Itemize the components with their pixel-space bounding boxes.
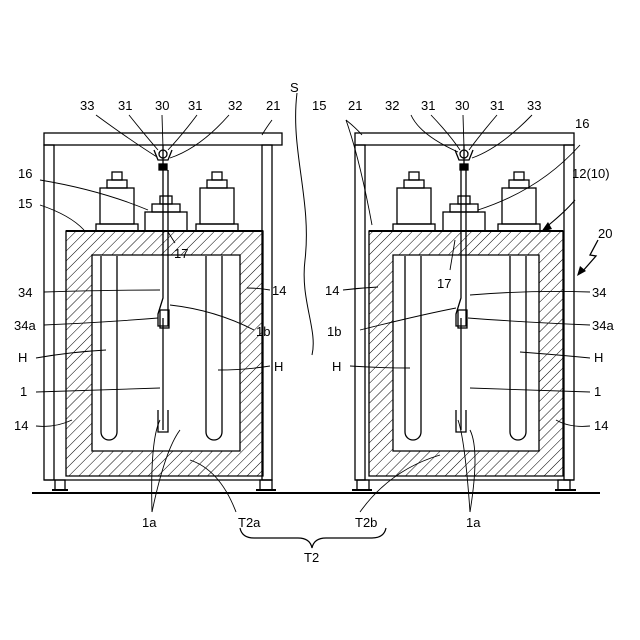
label-h-right-outer: H [594,350,603,365]
label-30-left: 30 [155,98,169,113]
left-lid [145,196,187,231]
label-17-right: 17 [437,276,451,291]
right-furnace-unit [352,133,576,490]
label-12-10: 12(10) [572,166,610,181]
label-1a-left: 1a [142,515,157,530]
label-31-right-b: 31 [490,98,504,113]
label-16-left: 16 [18,166,32,181]
label-h-left-outer: H [18,350,27,365]
label-14-right-inner: 14 [325,283,339,298]
label-33-right: 33 [527,98,541,113]
ref-20-arrowhead [577,266,586,276]
ref-20-arrow [582,240,598,272]
right-terminal-left [393,172,435,231]
label-17-left: 17 [174,246,188,261]
left-furnace-unit [44,133,282,490]
label-31-left-b: 31 [188,98,202,113]
label-31-right-a: 31 [421,98,435,113]
label-15-right: 15 [312,98,326,113]
left-terminal-right [196,172,238,231]
label-21-right: 21 [348,98,362,113]
ref-12-arrow [545,200,575,228]
label-t2: T2 [304,550,319,565]
label-31-left-a: 31 [118,98,132,113]
label-34a-right: 34a [592,318,614,333]
label-16-right: 16 [575,116,589,131]
label-14-left-inner: 14 [272,283,286,298]
label-34-right: 34 [592,285,606,300]
label-t2a: T2a [238,515,261,530]
label-20: 20 [598,226,612,241]
right-heater-2 [510,256,526,440]
right-heater-1 [405,256,421,440]
label-34-left: 34 [18,285,32,300]
label-32-left: 32 [228,98,242,113]
label-h-right-inner: H [332,359,341,374]
label-1-left: 1 [20,384,27,399]
label-15-left: 15 [18,196,32,211]
label-s: S [290,80,299,95]
right-lid [443,196,485,231]
t2-brace [240,528,386,548]
label-30-right: 30 [455,98,469,113]
label-14-left-outer: 14 [14,418,28,433]
label-1b-right: 1b [327,324,341,339]
label-32-right: 32 [385,98,399,113]
label-1a-right: 1a [466,515,481,530]
left-insulation-wall [66,231,263,476]
label-21-left: 21 [266,98,280,113]
separator-line-s [296,93,314,355]
left-terminal-left [96,172,138,231]
left-heater-2 [206,256,222,440]
label-1b-left: 1b [256,324,270,339]
left-heater-1 [101,256,117,440]
label-33-left: 33 [80,98,94,113]
label-1-right: 1 [594,384,601,399]
label-h-left-inner: H [274,359,283,374]
label-t2b: T2b [355,515,377,530]
right-terminal-right [498,172,540,231]
label-34a-left: 34a [14,318,36,333]
label-14-right-outer: 14 [594,418,608,433]
